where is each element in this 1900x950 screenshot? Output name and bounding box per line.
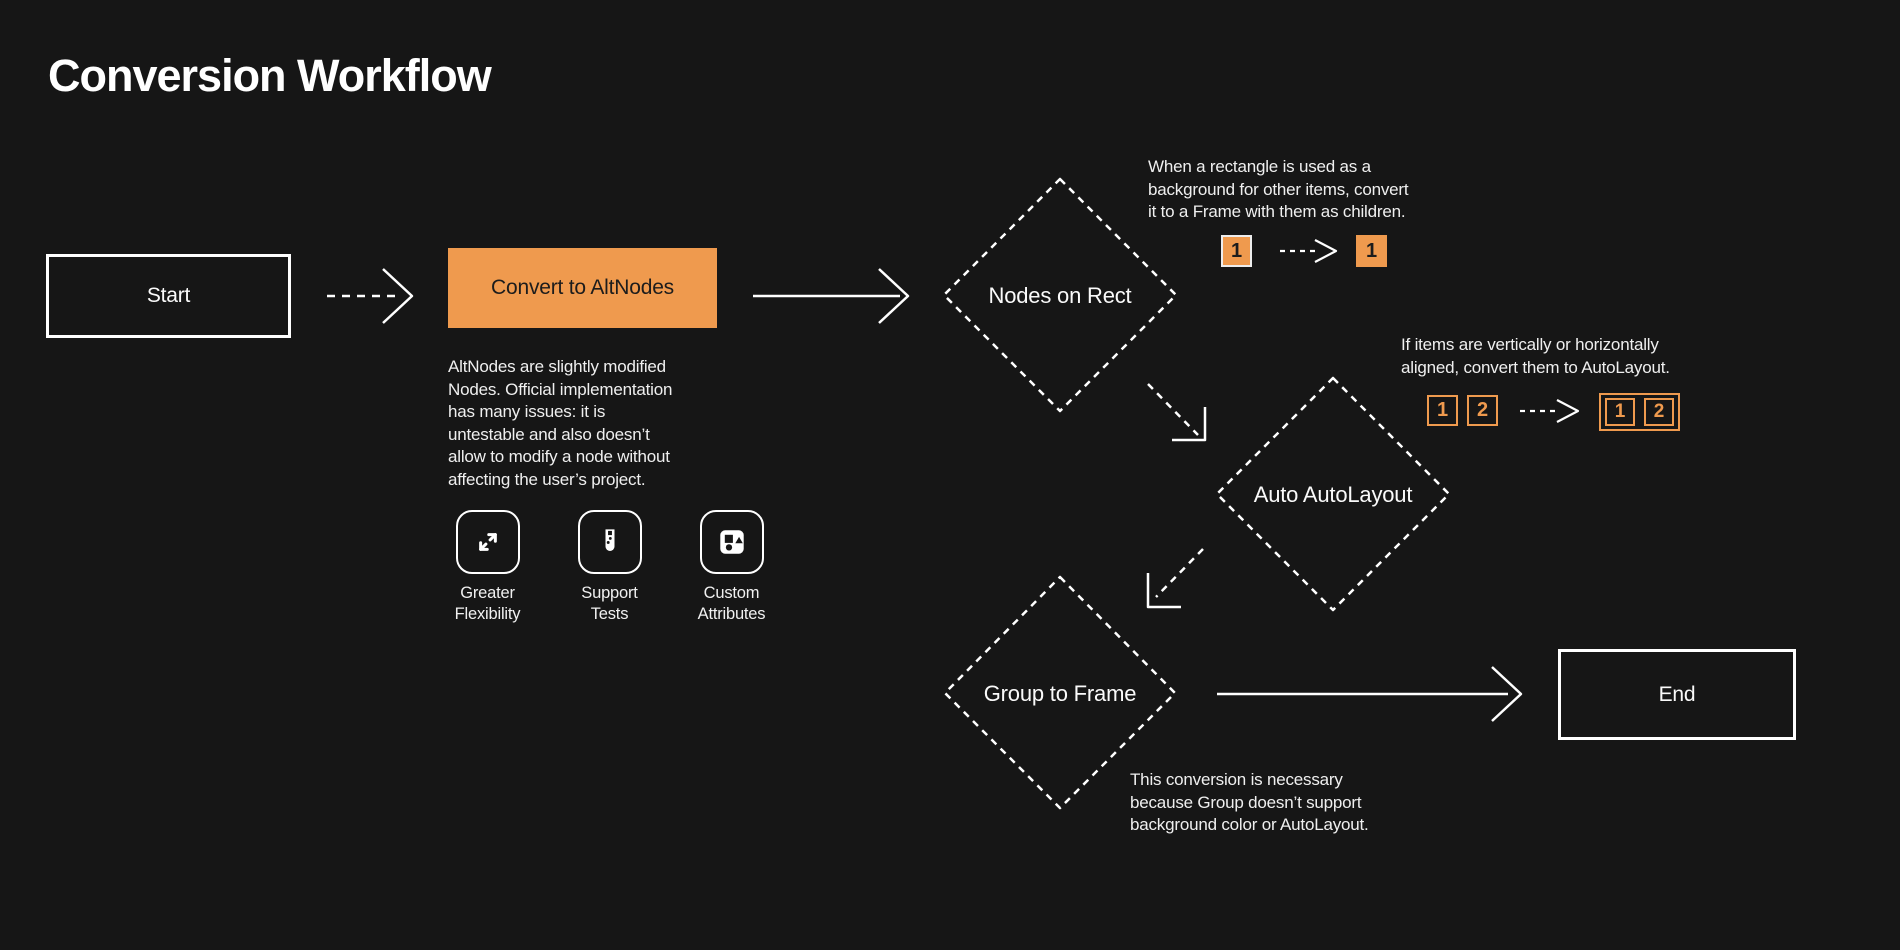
feature-custom-attributes: Custom Attributes [684, 510, 779, 624]
dashed-arrow-autolayout-to-group [1146, 548, 1204, 609]
altnodes-feature-list: Greater Flexibility Support Tests [440, 510, 779, 624]
nodes-on-rect-diamond [942, 177, 1178, 413]
altnodes-description: AltNodes are slightly modified Nodes. Of… [448, 357, 673, 489]
nodes-on-rect-annotation: When a rectangle is used as a background… [1148, 157, 1409, 221]
page-title: Conversion Workflow [48, 50, 492, 101]
dashed-arrow-nodes-to-autolayout [1147, 383, 1207, 442]
feature-label: Support Tests [581, 584, 638, 623]
mini-dashed-arrow-autolayout [1520, 399, 1580, 423]
dashed-arrow-start-to-convert [327, 268, 414, 324]
mini-item-2-after-box: 2 [1644, 398, 1674, 426]
group-to-frame-annotation: This conversion is necessary because Gro… [1130, 770, 1369, 834]
solid-arrow-group-to-end [1217, 666, 1523, 722]
start-node: Start [46, 254, 291, 338]
feature-greater-flexibility: Greater Flexibility [440, 510, 535, 624]
feature-label: Custom Attributes [697, 584, 766, 623]
mini-item-1-after-box: 1 [1605, 398, 1635, 426]
auto-autolayout-label: Auto AutoLayout [1253, 482, 1413, 507]
feature-label: Greater Flexibility [454, 584, 521, 623]
mini-autolayout-group-box: 1 2 [1599, 393, 1680, 431]
mini-frame-after-box: 1 [1356, 235, 1387, 267]
feature-support-tests: Support Tests [562, 510, 657, 624]
convert-node-label: Convert to AltNodes [491, 276, 674, 299]
test-tube-icon [577, 510, 642, 574]
expand-diagonal-icon [455, 510, 520, 574]
mini-item-2-before-box: 2 [1467, 395, 1498, 426]
end-node-label: End [1658, 682, 1696, 706]
mini-rect-before-box: 1 [1221, 235, 1252, 267]
solid-arrow-convert-to-nodes-on-rect [753, 268, 910, 324]
end-node: End [1558, 649, 1796, 740]
auto-autolayout-diamond [1215, 376, 1451, 612]
mini-item-1-before-box: 1 [1427, 395, 1458, 426]
auto-autolayout-annotation: If items are vertically or horizontally … [1401, 335, 1670, 377]
convert-to-altnodes-node: Convert to AltNodes [448, 248, 717, 328]
start-node-label: Start [146, 284, 191, 307]
shapes-icon [699, 510, 764, 574]
nodes-on-rect-label: Nodes on Rect [988, 283, 1132, 308]
group-to-frame-diamond [943, 575, 1177, 810]
mini-dashed-arrow-rect-to-frame [1280, 239, 1338, 263]
group-to-frame-label: Group to Frame [983, 681, 1137, 706]
